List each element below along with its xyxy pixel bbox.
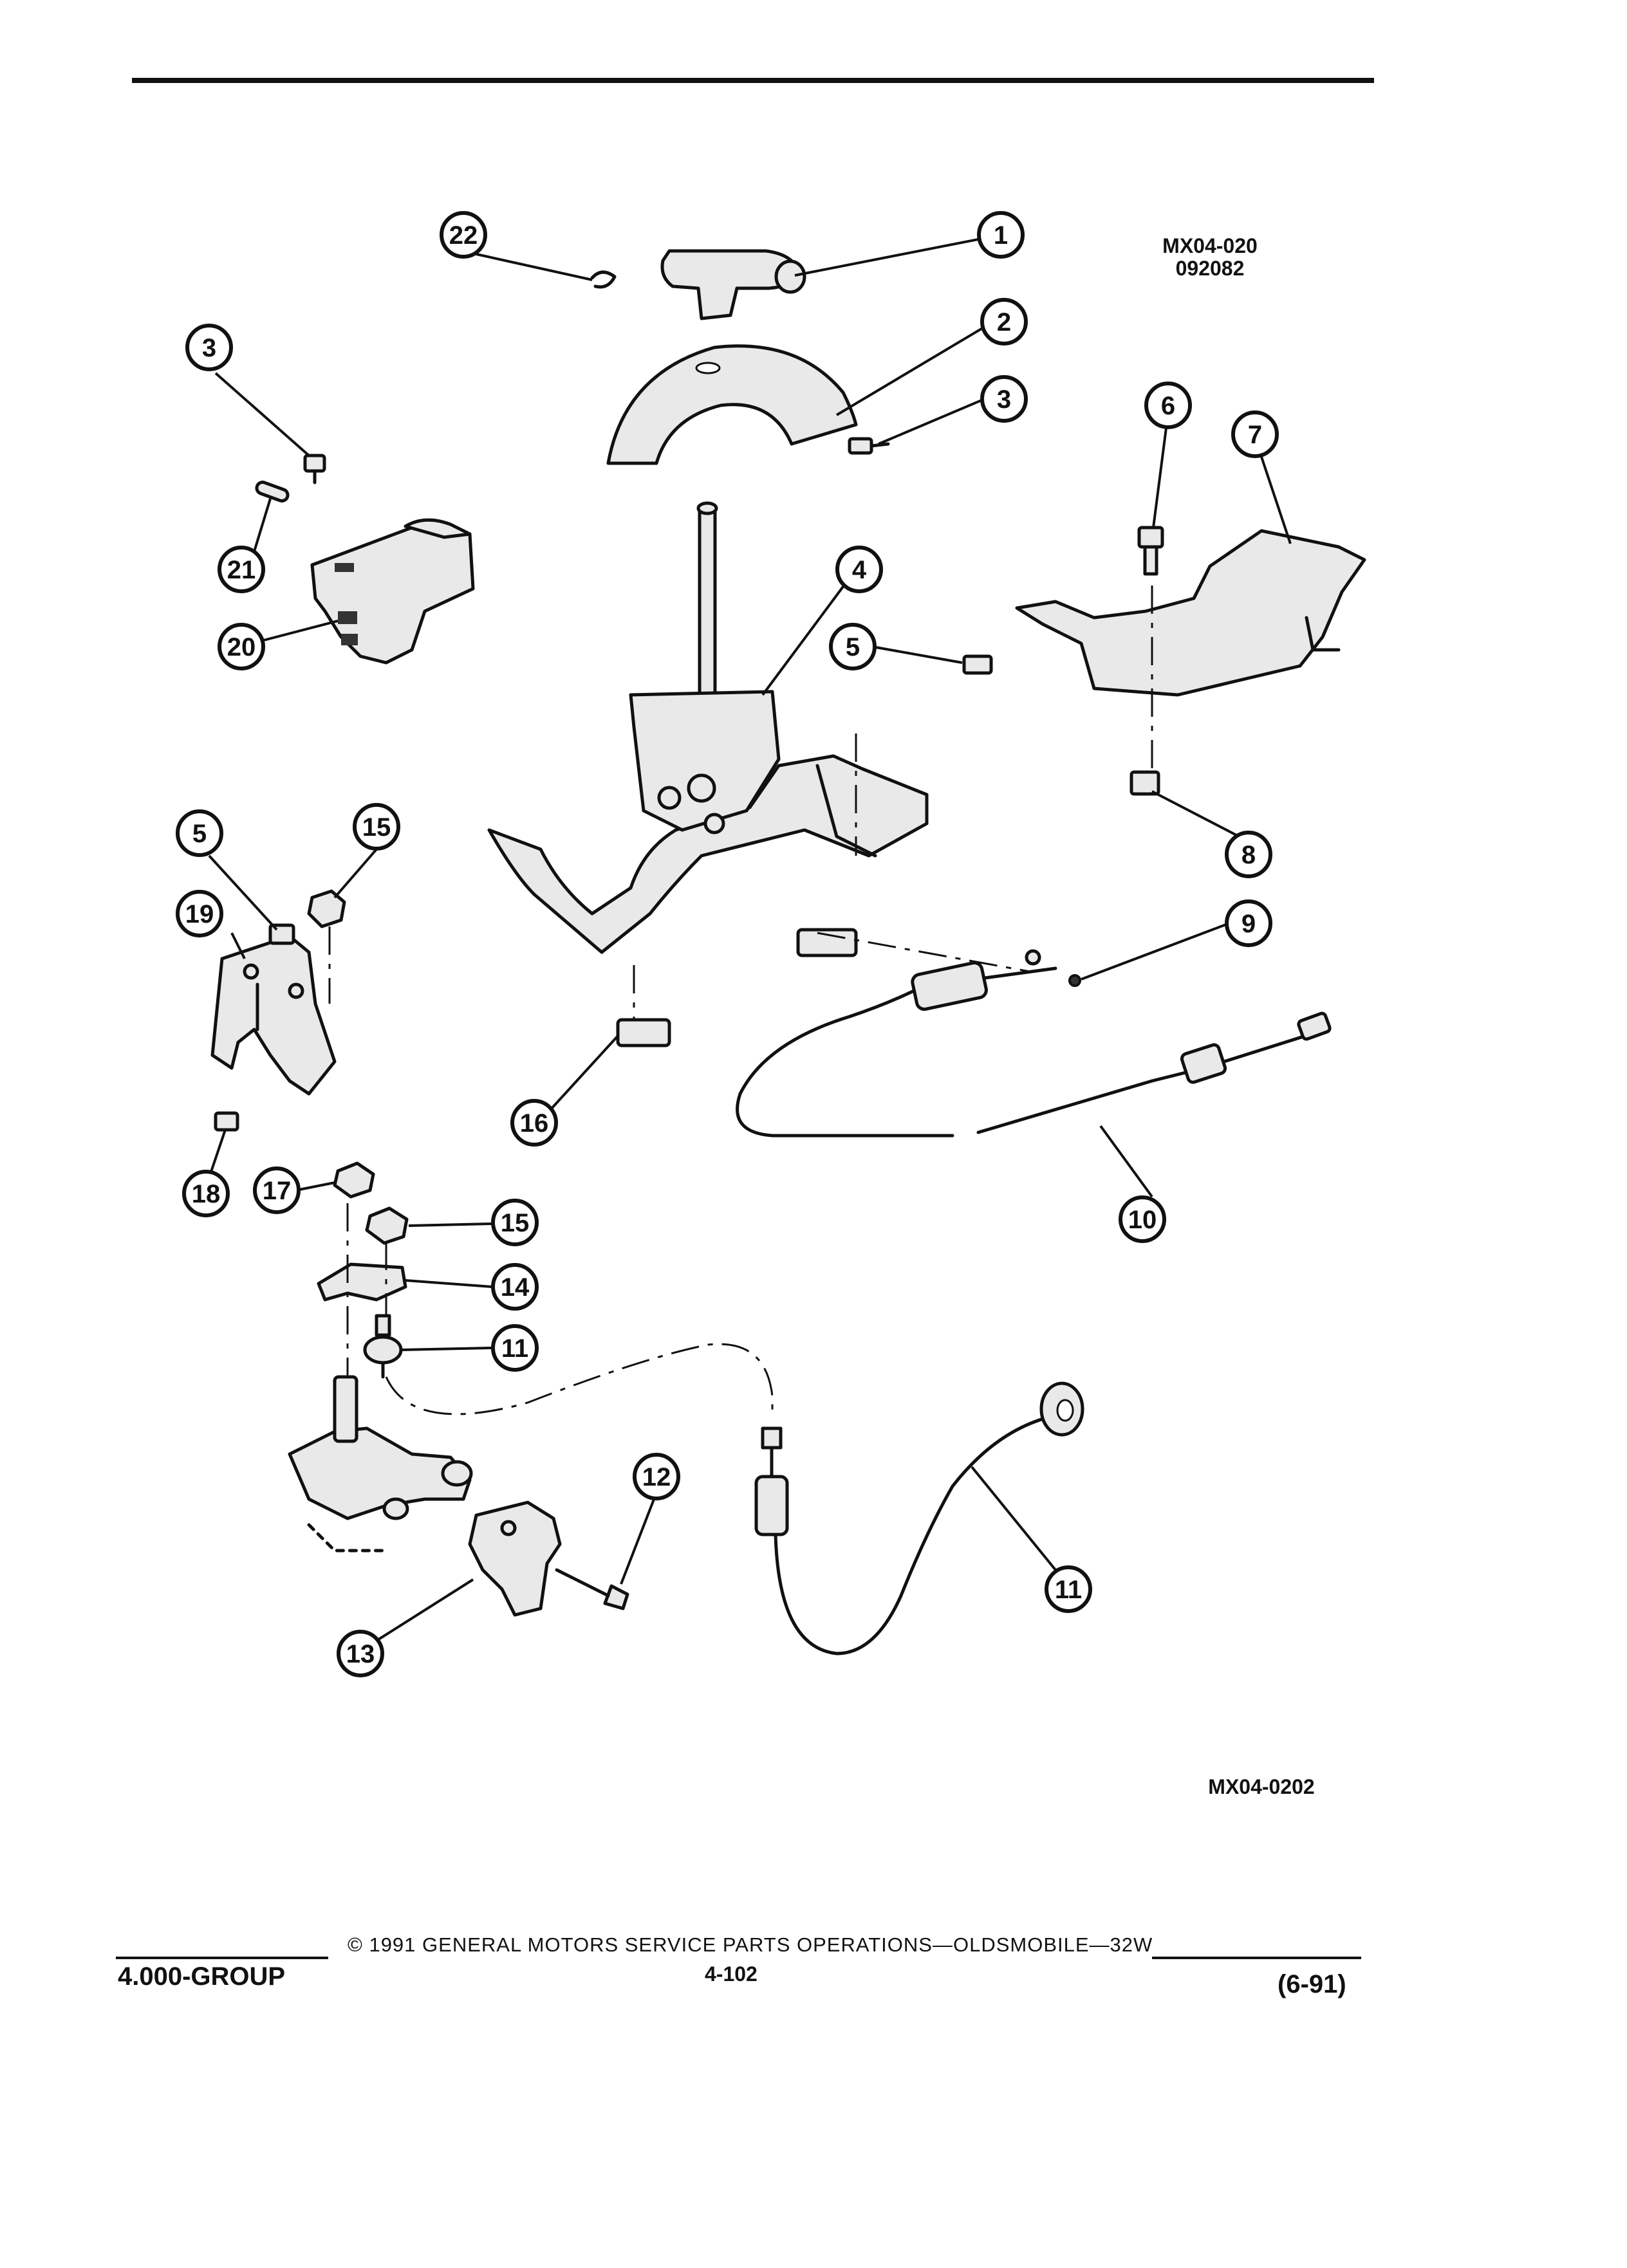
callout-3-bracket: 3 [185, 324, 233, 371]
callout-16: 16 [510, 1099, 558, 1147]
callout-13: 13 [337, 1630, 384, 1677]
callout-12-text: 12 [642, 1463, 671, 1491]
footer-copyright: © 1991 GENERAL MOTORS SERVICE PARTS OPER… [348, 1933, 1153, 1956]
figure-code-top: MX04-020 [1162, 234, 1258, 257]
callout-7-text: 7 [1248, 421, 1262, 449]
callout-16-text: 16 [520, 1109, 549, 1138]
shift-lever-rod [696, 501, 718, 697]
callout-2-text: 2 [997, 308, 1011, 337]
base-nut-clip [616, 965, 671, 1047]
cable-stud [363, 1314, 403, 1379]
callout-20: 20 [218, 623, 265, 670]
callout-6-text: 6 [1161, 392, 1175, 420]
callout-13-text: 13 [346, 1640, 375, 1668]
bracket-bolt [555, 1568, 629, 1610]
lever-bracket [310, 518, 475, 665]
mounting-bolt [1137, 526, 1164, 576]
callout-17-text: 17 [263, 1177, 292, 1205]
callout-19-text: 19 [185, 900, 214, 928]
callout-15-upper: 15 [353, 803, 400, 851]
callout-9: 9 [1225, 899, 1272, 947]
shifter-base-assembly [487, 690, 929, 954]
callout-6: 6 [1144, 382, 1192, 429]
callout-14: 14 [491, 1263, 539, 1311]
callout-18: 18 [182, 1170, 230, 1217]
bracket-clip [1130, 770, 1160, 796]
callout-20-text: 20 [227, 633, 256, 661]
cable-retainer [1068, 974, 1081, 987]
callout-5-right-text: 5 [846, 633, 860, 661]
hex-nut-lower [365, 1206, 409, 1245]
callout-7: 7 [1231, 410, 1279, 458]
footer-revision: (6-91) [1278, 1970, 1346, 1998]
callout-15-lower-text: 15 [501, 1209, 530, 1237]
footer-page-number: 4-102 [705, 1962, 758, 1986]
shift-cable [736, 932, 1332, 1138]
retaining-clip [590, 270, 617, 289]
callout-1-text: 1 [994, 221, 1008, 250]
base-clip [796, 928, 858, 957]
footer-group: 4.000-GROUP [118, 1962, 286, 1991]
callout-15-lower: 15 [491, 1199, 539, 1246]
clip-nut-right [962, 654, 993, 675]
callout-3-cover-text: 3 [997, 385, 1011, 414]
callout-5-left-text: 5 [192, 820, 207, 848]
shift-knob [660, 249, 806, 320]
leader-lines [208, 237, 1292, 1642]
figure-code-bottom: MX04-0202 [1208, 1775, 1314, 1798]
cable-clip-bracket [317, 1262, 407, 1302]
callout-21-text: 21 [227, 556, 256, 584]
callout-18-text: 18 [192, 1180, 221, 1208]
hex-nut-upper [307, 889, 346, 928]
callout-8: 8 [1225, 831, 1272, 878]
callout-4: 4 [835, 546, 883, 593]
callout-2: 2 [980, 298, 1028, 346]
callout-17: 17 [253, 1166, 301, 1214]
callout-11-cable-text: 11 [1055, 1576, 1082, 1604]
callout-5-left: 5 [176, 809, 223, 857]
callout-12: 12 [633, 1453, 680, 1500]
cable-mount-bracket [468, 1500, 562, 1617]
cable-bracket [210, 934, 337, 1096]
callout-9-text: 9 [1241, 910, 1256, 938]
callout-1: 1 [977, 211, 1025, 259]
callout-22: 22 [440, 211, 487, 259]
park-lock-cable [385, 1343, 1084, 1655]
figure-date-top: 092082 [1176, 257, 1245, 280]
callout-3-cover: 3 [980, 375, 1028, 423]
callout-14-text: 14 [501, 1273, 530, 1302]
pivot-pin [255, 481, 290, 502]
cover-screw [848, 437, 890, 455]
callout-11-stud: 11 [491, 1324, 539, 1372]
callout-5-right: 5 [829, 623, 877, 670]
callout-10-text: 10 [1128, 1206, 1157, 1234]
callout-22-text: 22 [449, 221, 478, 250]
callout-3-bracket-text: 3 [202, 334, 216, 362]
mounting-bracket [1015, 529, 1366, 772]
bracket-screw [303, 454, 326, 484]
callout-21: 21 [218, 546, 265, 593]
callout-19: 19 [176, 890, 223, 937]
hex-nut-small [333, 1161, 375, 1199]
callout-11-cable: 11 [1045, 1565, 1092, 1613]
column-housing [288, 1375, 473, 1553]
callout-15-upper-text: 15 [362, 813, 391, 842]
shift-cover [606, 344, 858, 465]
callout-8-text: 8 [1241, 841, 1256, 869]
callout-10: 10 [1119, 1195, 1166, 1243]
callout-11-stud-text: 11 [501, 1334, 528, 1363]
bracket-clip-lower [214, 1111, 239, 1132]
callout-4-text: 4 [852, 556, 867, 584]
